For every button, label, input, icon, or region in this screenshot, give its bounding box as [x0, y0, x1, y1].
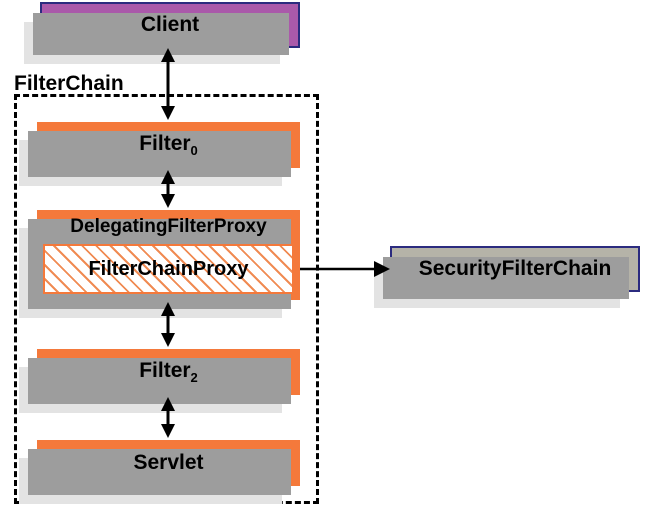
node-servlet[interactable]: Servlet [19, 440, 300, 504]
node-filter-chain-proxy-label: FilterChainProxy [88, 257, 249, 280]
arrow-fcp-securityfilterchain [300, 261, 390, 277]
arrow-filter0-dfp [161, 170, 175, 208]
node-delegating-filter-proxy-label: DelegatingFilterProxy [70, 216, 267, 237]
node-filter-0-subscript: 0 [190, 143, 198, 159]
node-filter-0-label: Filter0 [139, 131, 198, 159]
node-security-filter-chain[interactable]: SecurityFilterChain [374, 246, 640, 308]
node-filter-0[interactable]: Filter0 [19, 122, 300, 186]
node-client[interactable]: Client [24, 2, 300, 64]
node-filter-chain-proxy[interactable]: FilterChainProxy [43, 244, 294, 294]
arrow-dfp-filter2 [161, 302, 175, 347]
node-filter-2-label: Filter2 [139, 358, 198, 386]
node-servlet-label: Servlet [133, 451, 204, 474]
arrow-client-filter0 [161, 48, 175, 120]
node-security-filter-chain-label: SecurityFilterChain [418, 257, 612, 280]
node-filter-2-subscript: 2 [190, 370, 198, 386]
arrow-filter2-servlet [161, 397, 175, 438]
node-delegating-filter-proxy[interactable]: DelegatingFilterProxy FilterChainProxy [19, 210, 300, 318]
filterchain-container-label: FilterChain [14, 72, 124, 95]
node-client-label: Client [140, 13, 200, 36]
node-filter-2[interactable]: Filter2 [19, 349, 300, 413]
